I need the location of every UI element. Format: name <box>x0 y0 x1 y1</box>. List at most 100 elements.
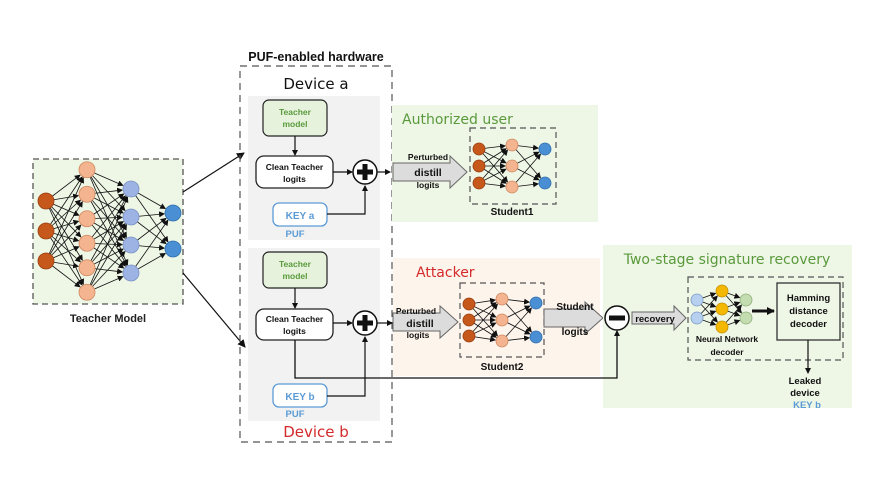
nn-node <box>739 311 753 325</box>
attacker-panel: Attacker Perturbed distill logits Studen… <box>392 258 604 376</box>
nn-edge <box>86 195 126 244</box>
nn-edge <box>511 153 542 188</box>
nn-edge <box>511 144 542 179</box>
arrow-key-a-to-add <box>327 185 368 215</box>
nn-node <box>37 192 55 210</box>
nn-node <box>78 234 96 252</box>
recovery-arrow-label: recovery <box>635 314 675 325</box>
nn-edge <box>86 250 126 293</box>
perturbed-logits-arrow-a <box>392 154 468 190</box>
hamming-label-3: decoder <box>790 319 827 330</box>
arrow-clean-logits-to-subtract <box>294 330 620 379</box>
nn-node <box>505 159 519 173</box>
nn-edge <box>478 149 509 184</box>
teacher-network <box>37 161 182 301</box>
nn-node <box>472 159 486 173</box>
arrow-to-device-a <box>182 152 245 193</box>
nn-edge <box>86 169 126 212</box>
puf-hardware-panel: PUF-enabled hardware Device a Teacher mo… <box>239 50 393 443</box>
device-a-teacher-model-box <box>262 99 328 137</box>
student2-network <box>462 292 543 348</box>
nn-node <box>462 313 476 327</box>
leaked-label-1: Leaked <box>789 376 822 387</box>
device-b-puf-label: PUF <box>286 409 305 420</box>
puf-hardware-box <box>239 65 393 443</box>
recovery-panel: Two-stage signature recovery recovery Ne… <box>603 245 852 411</box>
device-b-clean-logits-label-2: logits <box>283 326 306 336</box>
nn-edge <box>45 201 83 262</box>
student1-label: Student1 <box>491 207 534 218</box>
nn-node <box>78 161 96 179</box>
student2-label: Student2 <box>481 362 524 373</box>
nn-node <box>122 236 140 254</box>
device-a-teacher-model-label-2: model <box>282 119 307 129</box>
nn-node <box>164 240 182 258</box>
authorized-user-panel: Authorized user Perturbed distill logits… <box>392 105 598 222</box>
nn-edge <box>45 230 83 286</box>
add-operator-a-icon <box>352 159 378 185</box>
user-arrow-label-1: Perturbed <box>408 152 448 162</box>
nn-node <box>122 180 140 198</box>
nn-edge <box>45 200 84 285</box>
device-a-teacher-model-label-1: Teacher <box>279 107 312 117</box>
add-operator-b-icon <box>352 310 378 336</box>
device-b-teacher-model-box <box>262 251 328 289</box>
nn-node <box>690 293 704 307</box>
nn-node <box>739 293 753 307</box>
nn-edge <box>45 176 83 232</box>
device-a-clean-logits-label-1: Clean Teacher <box>266 162 324 172</box>
leaked-key-label: KEY b <box>793 400 821 411</box>
nn-edge <box>130 219 169 274</box>
nn-edge <box>86 196 129 293</box>
nn-edge <box>478 148 509 183</box>
student1-box <box>469 127 557 205</box>
nn-node <box>495 334 509 348</box>
user-arrow-label-2: distill <box>414 167 442 179</box>
neural-network-decoder <box>690 284 753 334</box>
student-logits-arrow <box>543 300 604 336</box>
nn-node <box>715 302 729 316</box>
student1-network <box>472 138 552 194</box>
device-a-title: Device a <box>283 75 348 93</box>
recovery-arrow <box>631 304 687 332</box>
nn-edge <box>45 177 84 262</box>
nn-edge <box>86 195 128 268</box>
device-a-clean-logits-label-2: logits <box>283 174 306 184</box>
hamming-label-1: Hamming <box>787 293 830 304</box>
nn-edge <box>86 223 127 293</box>
nn-node <box>78 283 96 301</box>
decoder-box <box>687 276 844 361</box>
nn-node <box>78 185 96 203</box>
nn-node <box>495 313 509 327</box>
nn-node <box>462 297 476 311</box>
nn-node <box>164 204 182 222</box>
device-b-clean-logits-label-1: Clean Teacher <box>266 314 324 324</box>
nn-node <box>495 292 509 306</box>
leaked-label-2: device <box>790 388 820 399</box>
device-b-teacher-model-label-1: Teacher <box>279 259 312 269</box>
device-a-puf-label: PUF <box>286 229 305 240</box>
nn-node <box>529 296 543 310</box>
nn-node <box>122 208 140 226</box>
device-b-teacher-model-label-2: model <box>282 271 307 281</box>
nn-node <box>505 138 519 152</box>
nn-edge <box>501 307 532 342</box>
nn-node <box>78 210 96 228</box>
nn-node <box>37 252 55 270</box>
puf-hardware-title: PUF-enabled hardware <box>248 50 383 64</box>
attacker-arrow-label-1: Perturbed <box>396 306 436 316</box>
nn-decoder-label-1: Neural Network <box>696 334 759 344</box>
nn-node <box>715 320 729 334</box>
arrow-key-b-to-add <box>327 336 368 397</box>
student-logits-label-2: logits <box>562 327 589 338</box>
hamming-label-2: distance <box>789 306 828 317</box>
nn-node <box>529 330 543 344</box>
nn-node <box>690 311 704 325</box>
nn-decoder-label-2: decoder <box>710 347 744 357</box>
key-a-label: KEY a <box>286 211 315 222</box>
nn-node <box>538 142 552 156</box>
recovery-title: Two-stage signature recovery <box>623 252 831 268</box>
subtract-operator-icon <box>604 305 630 331</box>
nn-node <box>715 284 729 298</box>
attacker-title: Attacker <box>416 265 475 281</box>
